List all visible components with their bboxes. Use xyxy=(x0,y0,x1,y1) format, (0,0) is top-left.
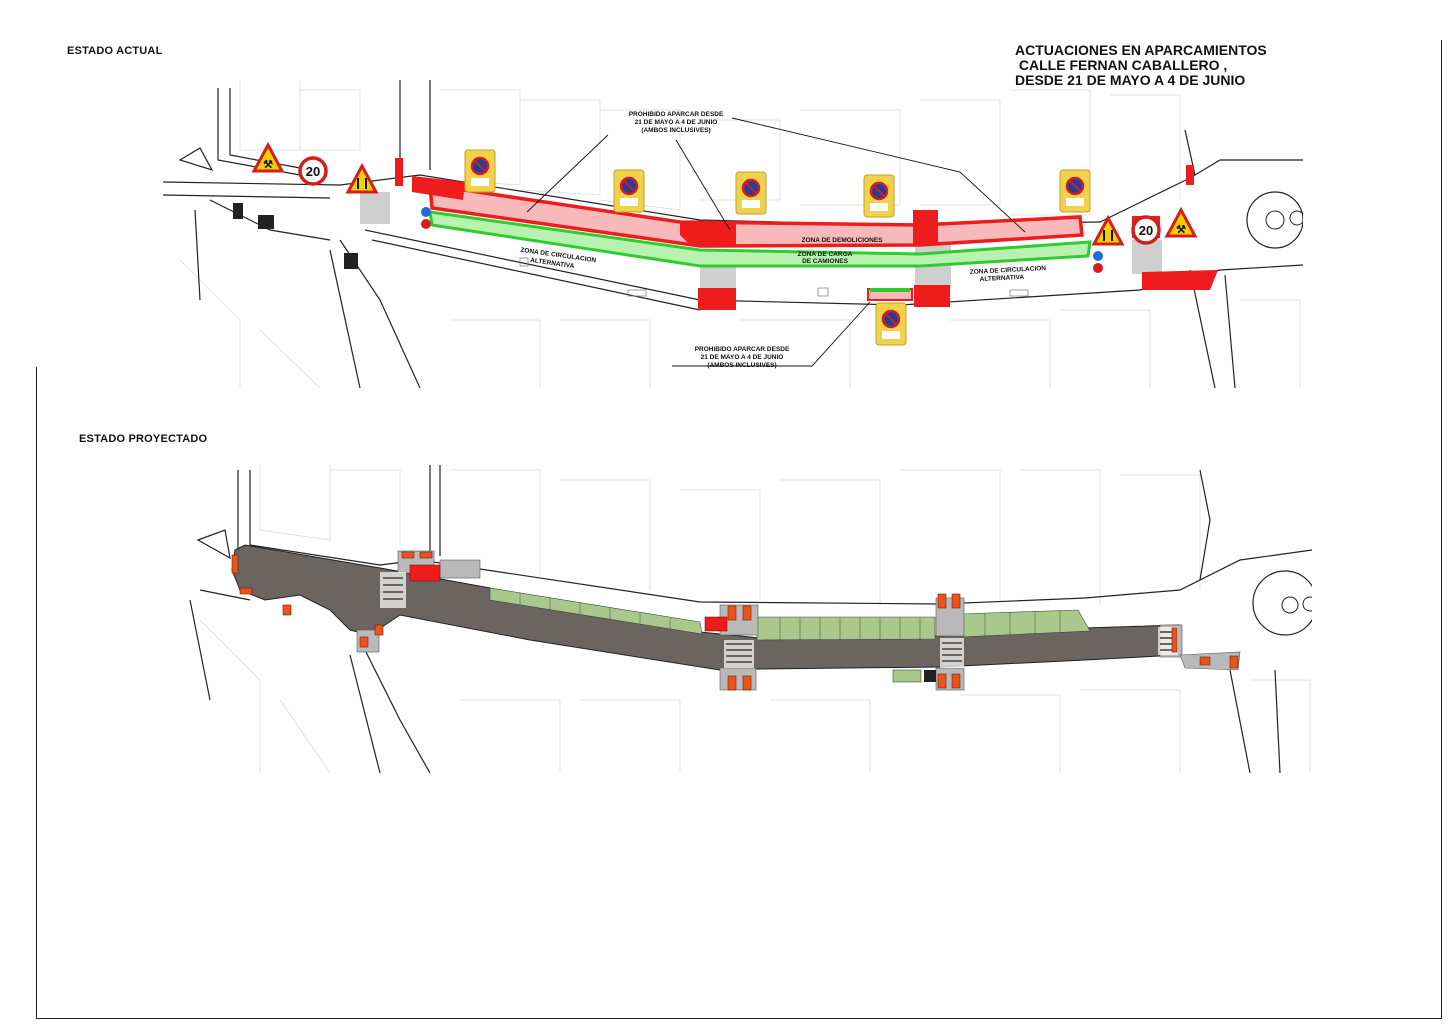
svg-text:⚒: ⚒ xyxy=(263,159,273,171)
section-label-current: ESTADO ACTUAL xyxy=(67,45,163,57)
projected-state-map xyxy=(189,465,1312,773)
no-parking-sign-group xyxy=(464,149,1091,346)
direction-arrow-icon xyxy=(421,207,431,229)
roadworks-sign-icon: ⚒ xyxy=(1164,206,1198,238)
parking-strip-bottom xyxy=(892,669,922,683)
no-parking-sign-icon xyxy=(464,149,496,193)
speed-limit-value: 20 xyxy=(306,164,320,179)
no-parking-bottom-line-1: PROHIBIDO APARCAR DESDE xyxy=(695,346,790,353)
no-parking-top-line-3: (AMBOS INCLUSIVES) xyxy=(641,127,710,134)
direction-arrow-icon xyxy=(1093,251,1103,273)
title-block: ACTUACIONES EN APARCAMIENTOS CALLE FERNA… xyxy=(1015,43,1267,88)
speed-limit-value-right: 20 xyxy=(1139,223,1153,238)
speed-limit-sign-icon xyxy=(1131,215,1161,245)
no-parking-bottom-line-2: 21 DE MAYO A 4 DE JUNIO xyxy=(701,354,784,361)
leader-lines-current xyxy=(526,117,1026,367)
no-parking-bottom-line-3: (AMBOS INCLUSIVES) xyxy=(707,362,776,369)
alt-traffic-right-line-1: ZONA DE CIRCULACION xyxy=(970,265,1047,276)
current-map-base xyxy=(163,80,1303,388)
frame-line-left xyxy=(36,367,37,1019)
no-parking-sign-icon xyxy=(613,169,645,213)
frame-line-bottom xyxy=(36,1018,1442,1019)
truck-zone-line-2: DE CAMIONES xyxy=(802,258,849,265)
section-label-projected: ESTADO PROYECTADO xyxy=(79,433,208,445)
alt-traffic-right-line-2: ALTERNATIVA xyxy=(980,274,1025,283)
no-parking-sign-icon xyxy=(863,174,895,218)
svg-text:⚒: ⚒ xyxy=(1176,224,1186,236)
truck-zone-line-1: ZONA DE CARGA xyxy=(798,251,853,258)
speed-limit-sign-icon xyxy=(298,156,328,186)
no-parking-top-line-1: PROHIBIDO APARCAR DESDE xyxy=(629,111,724,118)
title-line-1: ACTUACIONES EN APARCAMIENTOS xyxy=(1015,42,1267,58)
no-parking-sign-icon xyxy=(875,302,907,346)
title-line-2: CALLE FERNAN CABALLERO , xyxy=(1015,57,1228,73)
truck-loading-zone xyxy=(428,210,1092,268)
title-line-3: DESDE 21 DE MAYO A 4 DE JUNIO xyxy=(1015,72,1246,88)
parking-strip-left xyxy=(489,587,703,635)
parking-strip-mid xyxy=(756,616,936,641)
frame-line-right xyxy=(1441,40,1442,1019)
no-parking-top-line-2: 21 DE MAYO A 4 DE JUNIO xyxy=(635,119,718,126)
no-parking-sign-icon xyxy=(1059,169,1091,213)
road-narrows-sign-icon xyxy=(1091,214,1125,246)
road-narrows-sign-icon xyxy=(345,162,379,194)
demolition-zone-label: ZONA DE DEMOLICIONES xyxy=(801,237,883,244)
roadworks-sign-icon: ⚒ xyxy=(251,141,285,173)
no-parking-sign-icon xyxy=(735,171,767,215)
